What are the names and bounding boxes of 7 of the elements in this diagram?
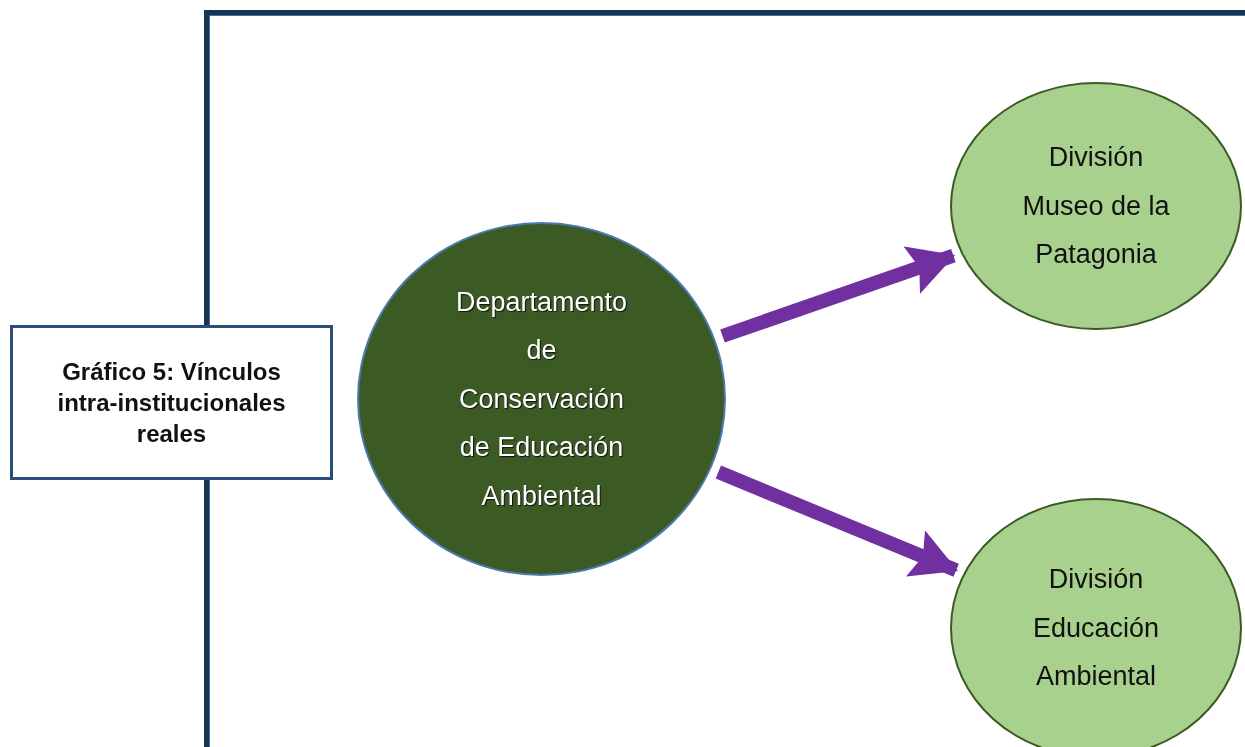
title-text: Gráfico 5: Vínculos intra-institucionales reales: [56, 356, 287, 450]
arrow: [720, 246, 956, 343]
node-label: Departamento de Conservación de Educación Ambiental: [454, 285, 629, 513]
node-label: División Educación Ambiental: [1031, 563, 1161, 694]
node-label: División Museo de la Patagonia: [1021, 141, 1171, 272]
title-box: [10, 325, 333, 480]
arrow: [715, 465, 959, 577]
